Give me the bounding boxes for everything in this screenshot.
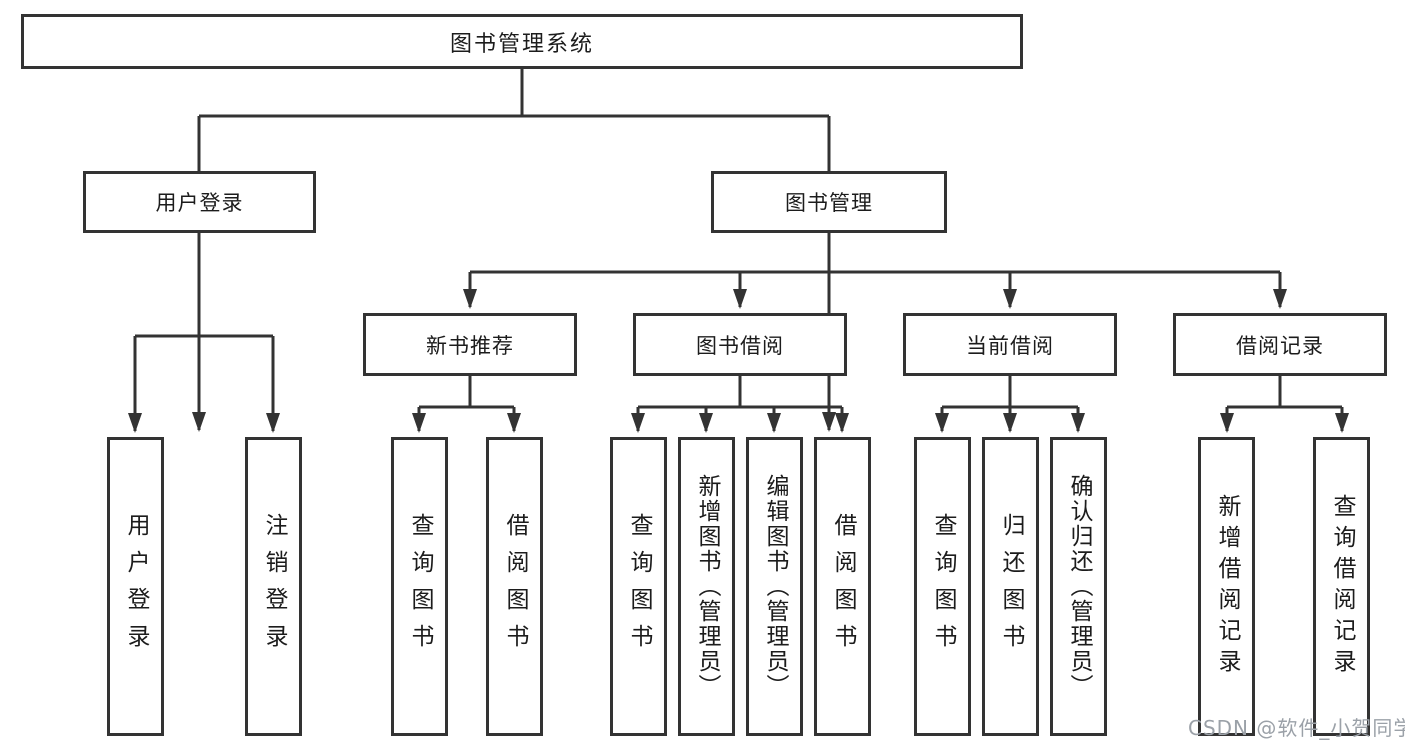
node-book-borrow: 图书借阅 bbox=[633, 313, 847, 376]
node-add-book-admin: 新增图书（管理员） bbox=[678, 437, 735, 736]
node-current-borrow: 当前借阅 bbox=[903, 313, 1117, 376]
node-book-management: 图书管理 bbox=[711, 171, 947, 233]
csdn-watermark: CSDN @软件_小贺同学 bbox=[1188, 716, 1405, 740]
node-query-borrow-record: 查询借阅记录 bbox=[1313, 437, 1370, 736]
node-query-books-borrow: 查询图书 bbox=[610, 437, 667, 736]
node-new-book-recommend: 新书推荐 bbox=[363, 313, 577, 376]
node-add-borrow-record: 新增借阅记录 bbox=[1198, 437, 1255, 736]
node-edit-book-admin: 编辑图书（管理员） bbox=[746, 437, 803, 736]
node-borrow-records: 借阅记录 bbox=[1173, 313, 1387, 376]
node-query-books-recommend: 查询图书 bbox=[391, 437, 448, 736]
node-root-library-management-system: 图书管理系统 bbox=[21, 14, 1023, 69]
node-confirm-return-admin: 确认归还（管理员） bbox=[1050, 437, 1107, 736]
node-user-login-leaf: 用户登录 bbox=[107, 437, 164, 736]
node-borrow-books: 借阅图书 bbox=[814, 437, 871, 736]
node-logout: 注销登录 bbox=[245, 437, 302, 736]
node-return-books: 归还图书 bbox=[982, 437, 1039, 736]
node-borrow-books-recommend: 借阅图书 bbox=[486, 437, 543, 736]
node-user-login: 用户登录 bbox=[83, 171, 316, 233]
node-query-books-current: 查询图书 bbox=[914, 437, 971, 736]
